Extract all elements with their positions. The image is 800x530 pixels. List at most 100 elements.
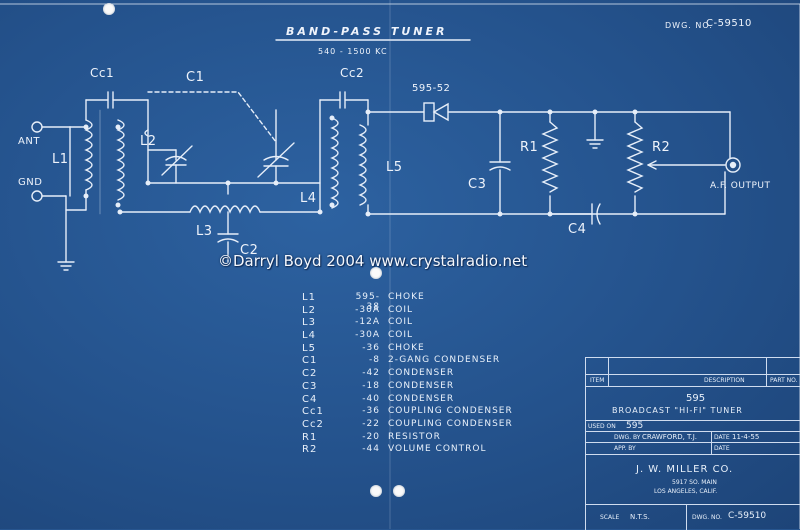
label-l3: L3 bbox=[196, 224, 213, 239]
tb-col bbox=[686, 504, 687, 530]
label-cc2: Cc2 bbox=[340, 66, 365, 80]
part-description: COIL bbox=[388, 317, 414, 328]
c3-plate-b bbox=[489, 166, 511, 171]
part-description: COIL bbox=[388, 304, 414, 315]
tb-col bbox=[711, 431, 712, 454]
diagram-subtitle: 540 - 1500 KC bbox=[318, 47, 388, 56]
part-ref: C4 bbox=[302, 393, 318, 405]
tb-col-description: DESCRIPTION bbox=[704, 377, 745, 384]
part-number: -20 bbox=[362, 431, 380, 442]
tb-scale-label: SCALE bbox=[600, 514, 620, 521]
part-ref: C1 bbox=[302, 355, 318, 367]
part-ref: L4 bbox=[302, 330, 316, 342]
part-ref: L3 bbox=[302, 317, 316, 329]
part-ref: R1 bbox=[302, 431, 318, 443]
binder-hole bbox=[103, 3, 115, 15]
part-number: -12A bbox=[355, 317, 380, 328]
tb-rule bbox=[586, 431, 800, 432]
part-number: -36 bbox=[362, 342, 380, 353]
part-ref: R2 bbox=[302, 444, 318, 456]
dwg-no-top: C-59510 bbox=[706, 18, 752, 29]
r2-resistor bbox=[626, 121, 644, 193]
part-number: -42 bbox=[362, 368, 380, 379]
diagram-title: BAND-PASS TUNER bbox=[286, 25, 448, 38]
dwg-no-label-top: DWG. NO. bbox=[665, 21, 713, 30]
l2-link bbox=[144, 129, 149, 137]
tb-date2-label: DATE bbox=[714, 445, 730, 452]
part-description: COIL bbox=[388, 330, 414, 341]
ground-symbol-left bbox=[57, 261, 75, 271]
gnd-terminal bbox=[31, 190, 43, 202]
tb-rule bbox=[586, 454, 800, 455]
tb-rule bbox=[586, 374, 800, 375]
tb-date: 11-4-55 bbox=[732, 433, 760, 441]
c1-gang-link bbox=[147, 91, 277, 143]
tb-used-on: 595 bbox=[626, 421, 644, 431]
tb-dwg-label: DWG. NO. bbox=[692, 514, 722, 521]
part-description: CONDENSER bbox=[388, 368, 455, 379]
part-ref: L1 bbox=[302, 292, 316, 303]
label-ant: ANT bbox=[18, 136, 40, 147]
c1a-arrow bbox=[161, 145, 193, 176]
tb-col bbox=[766, 358, 767, 386]
label-l2: L2 bbox=[140, 134, 157, 149]
tb-product: BROADCAST "HI-FI" TUNER bbox=[612, 406, 743, 415]
l5-coil bbox=[358, 124, 367, 206]
output-jack-center bbox=[729, 161, 737, 169]
tb-model: 595 bbox=[686, 393, 706, 404]
tb-rule bbox=[586, 420, 800, 421]
c2-plate-b bbox=[217, 238, 239, 243]
diode-body bbox=[423, 102, 435, 122]
part-number: -22 bbox=[362, 418, 380, 429]
l4-coil bbox=[330, 117, 339, 209]
tb-col-item: ITEM bbox=[590, 377, 605, 384]
part-description: COUPLING CONDENSER bbox=[388, 406, 513, 417]
binder-hole bbox=[370, 267, 382, 279]
label-c1: C1 bbox=[186, 70, 205, 85]
part-number: 595-38 bbox=[355, 292, 380, 312]
tb-used-on-label: USED ON bbox=[588, 423, 616, 430]
part-ref: C3 bbox=[302, 380, 318, 392]
ant-terminal bbox=[31, 121, 43, 133]
label-c3: C3 bbox=[468, 177, 487, 192]
tb-approved-label: APP. BY bbox=[614, 445, 636, 452]
tb-drawn-label: DWG. BY bbox=[614, 434, 641, 441]
part-description: CHOKE bbox=[388, 292, 425, 302]
label-gnd: GND bbox=[18, 177, 43, 188]
tb-address-1: 5917 SO. MAIN bbox=[672, 479, 717, 486]
c4-plate-b bbox=[596, 203, 601, 225]
binder-hole bbox=[393, 485, 405, 497]
part-ref: C2 bbox=[302, 368, 318, 380]
part-number: -44 bbox=[362, 444, 380, 455]
parts-row: C2 -42 CONDENSER bbox=[302, 368, 513, 381]
label-diode: 595-52 bbox=[412, 83, 451, 94]
title-block: ITEM DESCRIPTION PART NO. 595 BROADCAST … bbox=[585, 357, 800, 530]
tb-col bbox=[608, 358, 609, 386]
part-description: CONDENSER bbox=[388, 380, 455, 391]
tb-rule bbox=[586, 442, 800, 443]
binder-hole bbox=[370, 485, 382, 497]
label-cc1: Cc1 bbox=[90, 66, 115, 80]
c1b-plate-curve bbox=[263, 155, 289, 161]
output-jack bbox=[725, 157, 741, 173]
tb-rule bbox=[586, 504, 800, 505]
wiper-arrow bbox=[647, 160, 657, 170]
label-l5: L5 bbox=[386, 160, 403, 175]
l1-coil bbox=[84, 119, 93, 191]
label-r1: R1 bbox=[520, 140, 539, 155]
part-ref: Cc2 bbox=[302, 418, 324, 430]
l3-coil bbox=[189, 205, 261, 214]
r1-resistor bbox=[541, 121, 559, 193]
part-number: -36 bbox=[362, 406, 380, 417]
tb-rule bbox=[586, 386, 800, 387]
